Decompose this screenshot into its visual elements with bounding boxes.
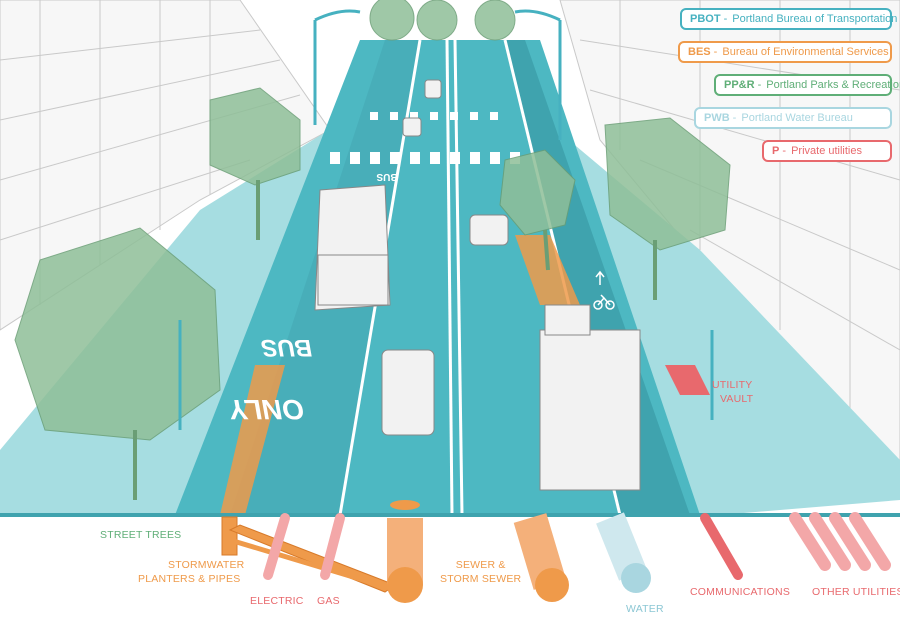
label-sewer-line1: SEWER & xyxy=(455,559,506,571)
label-communications: COMMUNICATIONS xyxy=(690,586,791,598)
water-pipe xyxy=(596,512,651,593)
legend-item-pwb: PWB- Portland Water Bureau xyxy=(694,107,892,129)
street-lights xyxy=(178,9,714,430)
tree-trunks xyxy=(133,180,657,500)
bus-lane-marking-only: ONLY xyxy=(226,394,307,426)
label-electric: ELECTRIC xyxy=(250,595,304,607)
label-gas: GAS xyxy=(317,595,340,607)
street-trees xyxy=(14,0,731,441)
storm-sewer-pipe xyxy=(513,513,569,602)
label-sewer-line2: STORM SEWER xyxy=(440,573,522,585)
other-utility-pipes xyxy=(789,512,891,571)
legend-abbr: PWB xyxy=(704,112,730,124)
car-center xyxy=(381,349,435,436)
bus-lane-marking-bus: BUS xyxy=(259,334,314,361)
car-far xyxy=(402,79,509,246)
legend-dash: - xyxy=(723,13,731,25)
label-street-trees: STREET TREES xyxy=(100,529,182,541)
legend-abbr: PBOT xyxy=(690,13,721,25)
legend-dash: - xyxy=(782,145,790,157)
label-other-utilities: OTHER UTILITIES xyxy=(812,586,900,598)
legend-name: Bureau of Environmental Services xyxy=(722,46,889,58)
bus xyxy=(314,184,391,311)
gas-pipe xyxy=(320,513,345,580)
label-utility-vault-line2: VAULT xyxy=(720,393,754,405)
legend-item-ppr: PP&R- Portland Parks & Recreation xyxy=(714,74,900,96)
label-sewer: SEWER & STORM SEWER xyxy=(440,558,521,586)
truck xyxy=(539,304,641,491)
electric-pipe xyxy=(263,513,290,580)
stormwater-pipes xyxy=(221,516,397,593)
legend-abbr: BES xyxy=(688,46,711,58)
legend-item-bes: BES- Bureau of Environmental Services xyxy=(678,41,892,63)
legend-name: Private utilities xyxy=(791,145,862,157)
legend-dash: - xyxy=(713,46,721,58)
legend-item-pbot: PBOT- Portland Bureau of Transportation xyxy=(680,8,897,30)
communications-pipe xyxy=(700,513,743,580)
label-stormwater: STORMWATER PLANTERS & PIPES xyxy=(138,558,244,586)
label-stormwater-line2: PLANTERS & PIPES xyxy=(138,573,241,585)
stormwater-planter-left xyxy=(220,365,285,515)
crosswalks xyxy=(330,112,520,164)
legend-dash: - xyxy=(732,112,740,124)
utility-vault xyxy=(665,365,710,395)
legend-dash: - xyxy=(757,79,765,91)
bike-lane-symbol xyxy=(593,270,615,310)
bus-lane-marking-far: BUS xyxy=(376,171,397,182)
legend-name: Portland Parks & Recreation xyxy=(766,79,900,91)
label-utility-vault-line1: UTILITY xyxy=(712,379,753,391)
legend-name: Portland Water Bureau xyxy=(741,112,853,124)
legend-name: Portland Bureau of Transportation xyxy=(732,13,898,25)
label-water: WATER xyxy=(626,603,664,615)
legend-abbr: PP&R xyxy=(724,79,755,91)
legend-item-p: P- Private utilities xyxy=(762,140,892,162)
label-stormwater-line1: STORMWATER xyxy=(168,559,245,571)
label-utility-vault: UTILITY VAULT xyxy=(712,378,753,406)
sewer-pipe xyxy=(387,500,423,603)
legend-abbr: P xyxy=(772,145,780,157)
